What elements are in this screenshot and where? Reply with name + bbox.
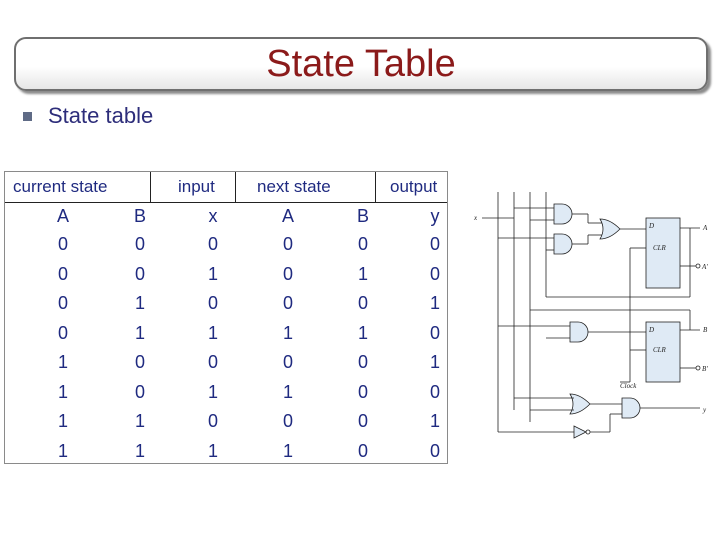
table-cell: 0: [207, 411, 218, 431]
table-cell: 1: [282, 322, 293, 343]
header-current-state: current state: [13, 177, 108, 196]
circuit-output-label: y: [702, 406, 707, 414]
table-cell: 0: [57, 293, 68, 313]
subheader-cell: B: [356, 206, 369, 226]
header-underline: [5, 202, 447, 203]
table-cell: 1: [57, 411, 68, 431]
table-cell: 1: [134, 411, 145, 431]
ff2-q-label: B: [703, 326, 708, 334]
table-cell: 0: [357, 352, 368, 372]
title-box: State Table: [14, 37, 708, 91]
ff1-q-label: A: [702, 224, 708, 232]
header-divider: [375, 172, 376, 203]
header-next-state: next state: [257, 177, 331, 196]
header-divider: [235, 172, 236, 203]
table-cell: 0: [57, 263, 68, 284]
table-cell: 1: [207, 381, 218, 402]
header-input: input: [178, 177, 215, 196]
subheader-cell: x: [208, 206, 218, 226]
table-cell: 0: [357, 293, 368, 313]
ff1-clr-label: CLR: [653, 244, 667, 252]
table-cell: 0: [282, 263, 293, 284]
table-cell: 1: [134, 440, 145, 461]
ff2-qbar-label: B': [702, 365, 708, 373]
table-cell: 1: [357, 263, 368, 284]
table-cell: 0: [429, 381, 440, 402]
table-cell: 1: [357, 322, 368, 343]
ff1-d-label: D: [648, 222, 654, 230]
table-cell: 0: [429, 440, 440, 461]
header-output: output: [390, 177, 438, 196]
table-cell: 0: [207, 352, 218, 372]
table-cell: 0: [282, 352, 293, 372]
subheader-cell: B: [133, 206, 146, 226]
table-cell: 1: [429, 411, 440, 431]
bullet-marker: [23, 112, 32, 121]
table-cell: 0: [429, 263, 440, 284]
table-cell: 0: [57, 234, 68, 254]
table-cell: 1: [57, 440, 68, 461]
table-cell: 0: [429, 322, 440, 343]
ff1-qbar-label: A': [701, 263, 708, 271]
table-cell: 0: [134, 263, 145, 284]
table-cell: 1: [282, 440, 293, 461]
ff2-clr-label: CLR: [653, 346, 667, 354]
table-cell: 0: [282, 234, 293, 254]
table-cell: 1: [207, 322, 218, 343]
table-cell: 1: [57, 352, 68, 372]
table-cell: 0: [207, 293, 218, 313]
state-table: current state input next state output A B…: [4, 171, 448, 464]
subheader-cell: A: [56, 206, 69, 226]
table-cell: 1: [282, 381, 293, 402]
table-cell: 0: [207, 234, 218, 254]
bullet-text: State table: [48, 103, 154, 128]
table-cell: 1: [57, 381, 68, 402]
table-cell: 0: [134, 352, 145, 372]
table-cell: 1: [429, 293, 440, 313]
table-cell: 0: [282, 411, 293, 431]
table-cell: 1: [207, 263, 218, 284]
table-cell: 1: [429, 352, 440, 372]
subheader-cell: A: [281, 206, 294, 226]
table-cell: 0: [282, 293, 293, 313]
ff2-d-label: D: [648, 326, 654, 334]
table-cell: 0: [357, 381, 368, 402]
table-cell: 1: [207, 440, 218, 461]
table-cell: 0: [357, 411, 368, 431]
circuit-input-label: x: [473, 214, 478, 222]
subheader-cell: y: [430, 206, 440, 226]
header-divider: [150, 172, 151, 203]
table-cell: 0: [357, 440, 368, 461]
table-cell: 0: [134, 234, 145, 254]
table-cell: 0: [134, 381, 145, 402]
table-cell: 1: [134, 293, 145, 313]
table-cell: 1: [134, 322, 145, 343]
slide-title: State Table: [266, 43, 456, 85]
sequential-circuit-diagram: x D CLR A A' D CLR B B' Clock y: [473, 192, 708, 439]
clock-label: Clock: [620, 382, 637, 390]
table-cell: 0: [429, 234, 440, 254]
table-cell: 0: [57, 322, 68, 343]
table-cell: 0: [357, 234, 368, 254]
